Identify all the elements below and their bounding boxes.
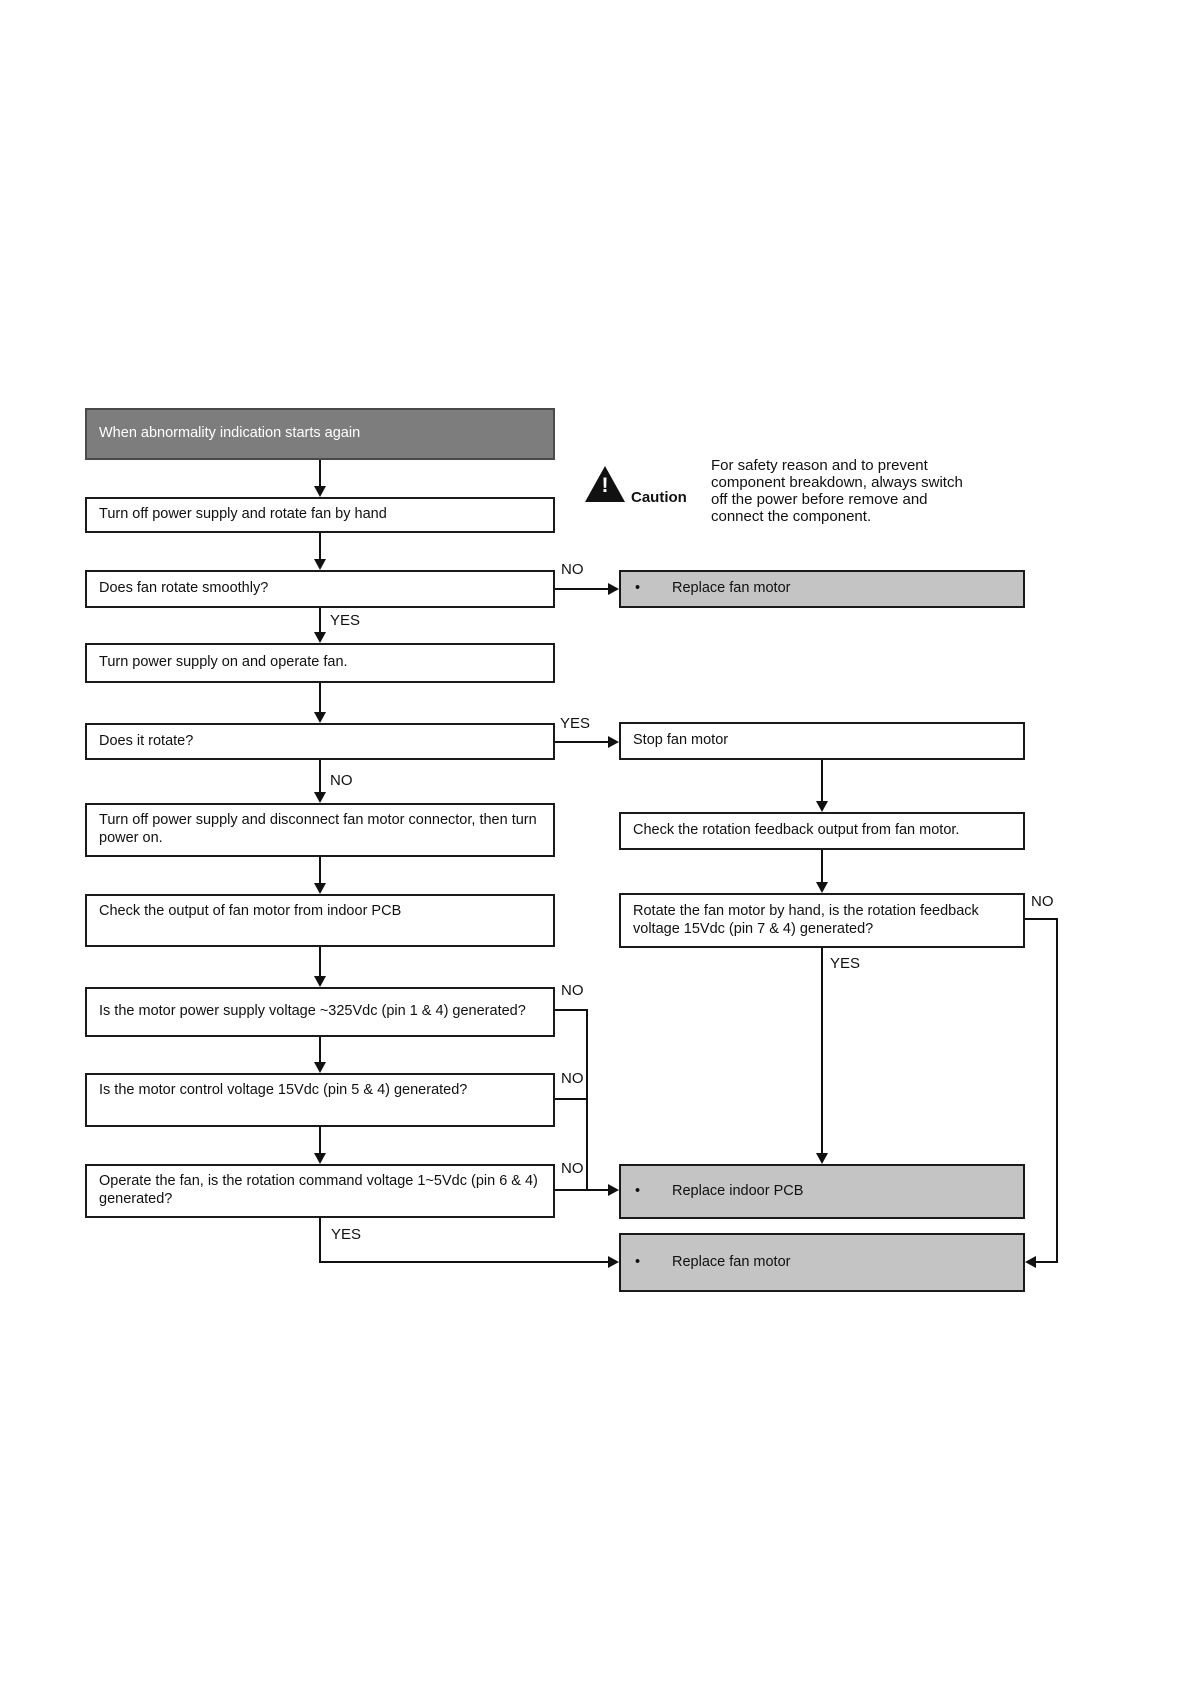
edge-rotate-feedback-no-arrowhead xyxy=(1025,1256,1036,1268)
edge-no-rail-line xyxy=(586,1009,588,1191)
edge-command-no-arrowhead xyxy=(608,1184,619,1196)
edge-command-yes-arrowhead xyxy=(608,1256,619,1268)
flow-node-power-on-operate-label: Turn power supply on and operate fan. xyxy=(99,654,348,671)
edge-fan-smooth-no-line xyxy=(555,588,608,590)
flow-node-replace-indoor-pcb-label: Replace indoor PCB xyxy=(672,1182,804,1199)
flow-node-does-it-rotate-question-label: Does it rotate? xyxy=(99,732,194,749)
edge-label-no: NO xyxy=(561,1070,584,1087)
flow-node-power-voltage-question-label: Is the motor power supply voltage ~325Vd… xyxy=(99,1003,526,1020)
flow-node-check-output-pcb-label: Check the output of fan motor from indoo… xyxy=(99,903,402,919)
flow-node-check-output-pcb: Check the output of fan motor from indoo… xyxy=(85,894,555,947)
edge-stop-fan-down-line xyxy=(821,760,823,801)
edge-command-yes-horizontal-line xyxy=(319,1261,608,1263)
flow-node-fan-smooth-question-label: Does fan rotate smoothly? xyxy=(99,580,269,597)
flow-node-stop-fan-motor: Stop fan motor xyxy=(619,722,1025,760)
edge-label-yes: YES xyxy=(830,955,861,972)
caution-label: Caution xyxy=(631,489,687,506)
edge-label-no: NO xyxy=(561,1160,584,1177)
edge-rotate-by-hand-down-arrowhead xyxy=(314,559,326,570)
exclamation-glyph: ! xyxy=(601,474,609,497)
flow-node-replace-indoor-pcb: • Replace indoor PCB xyxy=(619,1164,1025,1219)
edge-label-no: NO xyxy=(561,982,584,999)
edge-does-it-rotate-yes-line xyxy=(555,741,608,743)
edge-start-down-line xyxy=(319,460,321,486)
edge-control-voltage-down-line xyxy=(319,1127,321,1153)
edge-label-yes: YES xyxy=(331,1226,362,1243)
caution-text: For safety reason and to prevent compone… xyxy=(711,457,963,525)
edge-does-it-rotate-yes-arrowhead xyxy=(608,736,619,748)
edge-label-yes: YES xyxy=(330,612,361,629)
flow-node-rotate-feedback-question: Rotate the fan motor by hand, is the rot… xyxy=(619,893,1025,948)
flow-node-does-it-rotate-question: Does it rotate? xyxy=(85,723,555,760)
edge-power-on-down-line xyxy=(319,683,321,712)
edge-rotate-feedback-yes-line xyxy=(821,948,823,1153)
edge-power-on-down-arrowhead xyxy=(314,712,326,723)
edge-check-output-down-arrowhead xyxy=(314,976,326,987)
bullet-icon: • xyxy=(635,1182,641,1199)
edge-rotate-feedback-no-out-line xyxy=(1025,918,1058,920)
flow-node-replace-fan-motor-1-label: Replace fan motor xyxy=(672,580,791,597)
edge-fan-smooth-no-arrowhead xyxy=(608,583,619,595)
edge-rotate-by-hand-down-line xyxy=(319,533,321,559)
flow-node-stop-fan-motor-label: Stop fan motor xyxy=(633,732,729,749)
edge-disconnect-down-arrowhead xyxy=(314,883,326,894)
edge-rotate-feedback-yes-arrowhead xyxy=(816,1153,828,1164)
edge-fan-smooth-yes-arrowhead xyxy=(314,632,326,643)
flow-node-replace-fan-motor-1: • Replace fan motor xyxy=(619,570,1025,608)
flow-node-start-label: When abnormality indication starts again xyxy=(99,425,361,442)
flow-node-control-voltage-question-label: Is the motor control voltage 15Vdc (pin … xyxy=(99,1082,468,1098)
edge-disconnect-down-line xyxy=(319,857,321,883)
edge-start-down-arrowhead xyxy=(314,486,326,497)
edge-label-no: NO xyxy=(561,561,584,578)
flow-node-rotate-feedback-question-label: Rotate the fan motor by hand, is the rot… xyxy=(633,902,979,937)
edge-control-voltage-down-arrowhead xyxy=(314,1153,326,1164)
flow-node-disconnect-connector: Turn off power supply and disconnect fan… xyxy=(85,803,555,857)
flow-node-fan-smooth-question: Does fan rotate smoothly? xyxy=(85,570,555,608)
edge-power-voltage-no-line xyxy=(555,1009,588,1011)
edge-fan-smooth-yes-line xyxy=(319,608,321,632)
flow-node-rotate-by-hand-label: Turn off power supply and rotate fan by … xyxy=(99,506,387,523)
flow-node-disconnect-connector-label: Turn off power supply and disconnect fan… xyxy=(99,812,537,846)
edge-does-it-rotate-no-line xyxy=(319,760,321,792)
edge-power-voltage-down-line xyxy=(319,1037,321,1062)
edge-label-yes: YES xyxy=(560,715,591,732)
flow-node-command-voltage-question-label: Operate the fan, is the rotation command… xyxy=(99,1173,538,1207)
bullet-icon: • xyxy=(635,1253,641,1270)
flow-node-replace-fan-motor-2: • Replace fan motor xyxy=(619,1233,1025,1292)
edge-control-voltage-no-line xyxy=(555,1098,588,1100)
edge-rotate-feedback-no-rail-line xyxy=(1056,918,1058,1263)
flow-node-replace-fan-motor-2-label: Replace fan motor xyxy=(672,1253,791,1270)
edge-label-no: NO xyxy=(330,772,353,789)
warning-triangle-icon: ! xyxy=(585,466,625,502)
flow-node-power-on-operate: Turn power supply on and operate fan. xyxy=(85,643,555,683)
edge-stop-fan-down-arrowhead xyxy=(816,801,828,812)
flow-node-rotate-by-hand: Turn off power supply and rotate fan by … xyxy=(85,497,555,533)
flow-node-control-voltage-question: Is the motor control voltage 15Vdc (pin … xyxy=(85,1073,555,1127)
flow-node-power-voltage-question: Is the motor power supply voltage ~325Vd… xyxy=(85,987,555,1037)
edge-power-voltage-down-arrowhead xyxy=(314,1062,326,1073)
edge-check-feedback-down-line xyxy=(821,850,823,882)
flow-node-command-voltage-question: Operate the fan, is the rotation command… xyxy=(85,1164,555,1218)
flow-node-start: When abnormality indication starts again xyxy=(85,408,555,460)
edge-check-feedback-down-arrowhead xyxy=(816,882,828,893)
edge-does-it-rotate-no-arrowhead xyxy=(314,792,326,803)
edge-rotate-feedback-no-in-line xyxy=(1036,1261,1058,1263)
flow-node-check-feedback: Check the rotation feedback output from … xyxy=(619,812,1025,850)
edge-check-output-down-line xyxy=(319,947,321,976)
flow-node-check-feedback-label: Check the rotation feedback output from … xyxy=(633,822,960,839)
edge-command-no-line xyxy=(555,1189,608,1191)
bullet-icon: • xyxy=(635,580,641,597)
warning-triangle-shape xyxy=(585,466,625,502)
edge-label-no: NO xyxy=(1031,893,1054,910)
edge-command-yes-down-line xyxy=(319,1218,321,1263)
